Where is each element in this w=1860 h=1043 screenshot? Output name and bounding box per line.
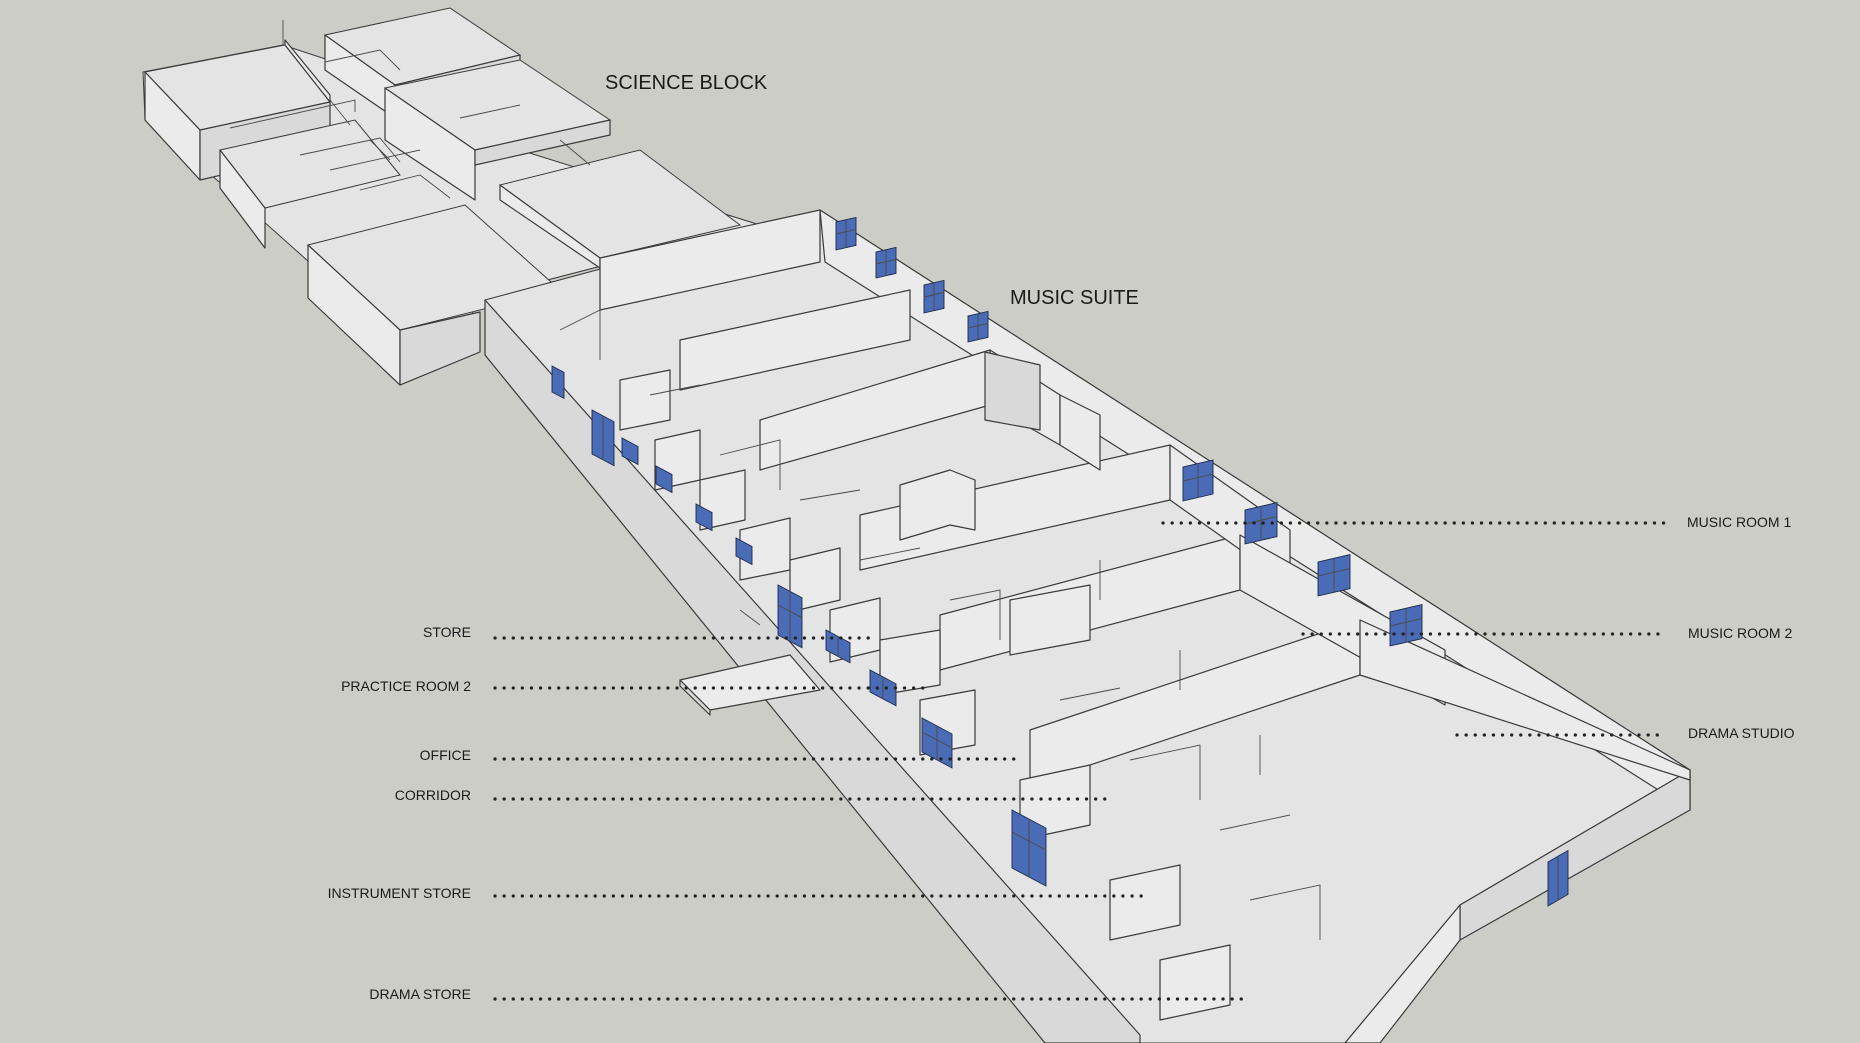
label-music-room-1: MUSIC ROOM 1 [1687,514,1791,530]
label-office: OFFICE [420,747,471,763]
label-drama-studio: DRAMA STUDIO [1688,725,1795,741]
label-practice-room-2: PRACTICE ROOM 2 [341,678,471,694]
music-suite-heading: MUSIC SUITE [1010,287,1139,309]
windows [551,216,1569,907]
label-music-room-2: MUSIC ROOM 2 [1688,625,1792,641]
science-block-heading: SCIENCE BLOCK [605,72,768,94]
label-corridor: CORRIDOR [395,787,471,803]
science-block-building [142,7,762,386]
label-store: STORE [423,624,471,640]
label-instrument-store: INSTRUMENT STORE [328,885,471,901]
label-drama-store: DRAMA STORE [369,986,471,1002]
